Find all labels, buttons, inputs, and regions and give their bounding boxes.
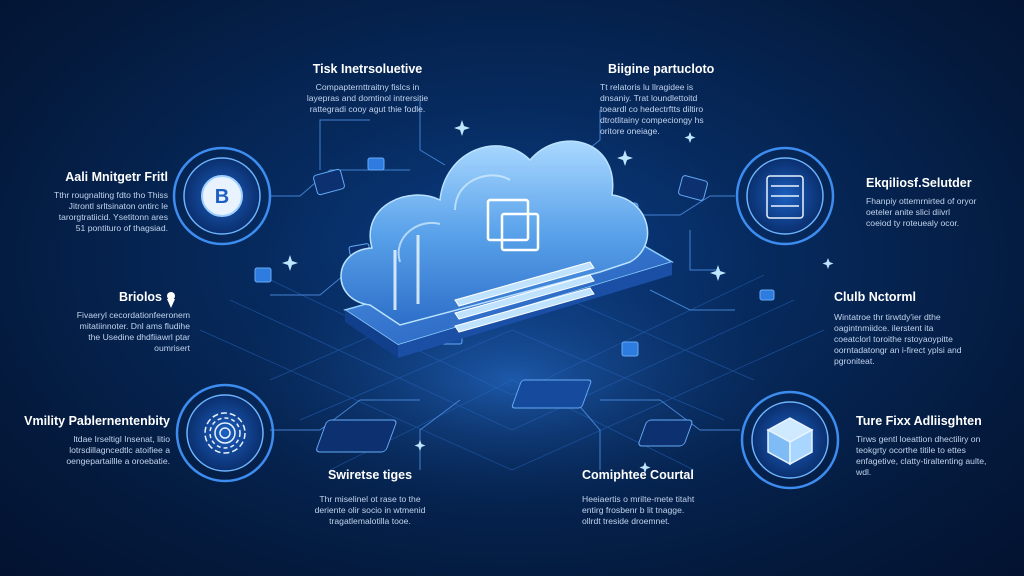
chip-icon xyxy=(511,379,592,409)
feature-bottom-right: Comiphtee Courtal Heeiaertis o mrilte-me… xyxy=(582,468,737,527)
svg-text:B: B xyxy=(215,186,229,208)
badge-fingerprint xyxy=(175,383,275,483)
badge-server xyxy=(735,146,835,246)
server-rack-icon xyxy=(766,175,804,219)
feature-title: Briolos xyxy=(118,290,162,304)
feature-description: Compapternttraitny fislcs in layepras an… xyxy=(306,82,429,114)
feature-right-1: Ekqiliosf.Selutder Fhanpiy ottemrnirted … xyxy=(866,176,1016,229)
feature-description: Tthr rougnalting fdto tho Thiss Jitrontl… xyxy=(53,190,168,233)
feature-title: Vmility Pablernentenbity xyxy=(24,414,170,428)
feature-right-3: Ture Fixx Adliisghten Tirws gentl loeatt… xyxy=(856,414,1016,478)
feature-title: Tisk Inetrsoluetive xyxy=(312,62,423,76)
folder-icon xyxy=(254,267,272,283)
chat-icon xyxy=(367,157,385,171)
badge-coin: B xyxy=(172,146,272,246)
sparkle-icons xyxy=(282,120,834,473)
fingerprint-icon xyxy=(204,412,246,454)
feature-right-2: Clulb Nctorml Wintatroe thr tirwtdy'ier … xyxy=(834,290,1014,367)
feature-description: Fivaeryl cecordationfeeronem mitatiinnot… xyxy=(76,310,190,353)
feature-description: Tt relatoris lu llragidee is dnsaniy. Tr… xyxy=(600,82,704,136)
feature-title: Ekqiliosf.Selutder xyxy=(866,176,972,190)
tablet-icon xyxy=(313,168,345,196)
feature-top-left: Tisk Inetrsoluetive Compapternttraitny f… xyxy=(280,62,455,115)
feature-title: Ture Fixx Adliisghten xyxy=(856,414,982,428)
feature-title: Comiphtee Courtal xyxy=(582,468,694,482)
cube-icon xyxy=(766,417,814,466)
feature-title: Biigine partucloto xyxy=(608,62,715,76)
feature-description: Heeiaertis o mrilte-mete titaht entirg f… xyxy=(582,494,695,526)
router-icon xyxy=(316,419,397,453)
feature-title: Clulb Nctorml xyxy=(834,290,916,304)
monitor-icon xyxy=(678,175,708,201)
feature-top-right: Biigine partucloto Tt relatoris lu llrag… xyxy=(600,62,750,137)
cloud-stripes xyxy=(393,235,420,310)
cloud-logo xyxy=(486,198,540,252)
feature-bottom-center: Swiretse tiges Thr miselinel ot rase to … xyxy=(290,468,450,527)
badge-cube xyxy=(740,390,840,490)
feature-description: ltdae Irseltigl Insenat, litio lotrsdill… xyxy=(66,434,170,466)
feature-description: Tirws gentl loeattion dhectiliry on teok… xyxy=(856,434,987,477)
feature-title: Swiretse tiges xyxy=(327,468,413,482)
feature-description: Fhanpiy ottemrnirted of oryor oeteler an… xyxy=(866,196,977,228)
switch-icon xyxy=(638,419,693,447)
circuit-grid xyxy=(199,274,825,471)
ice-cream-icon xyxy=(167,292,175,308)
feature-description: Thr miselinel ot rase to the deriente ol… xyxy=(314,494,426,526)
drone-icon xyxy=(759,289,775,301)
feature-left-2: Briolos Fivaeryl cecordationfeeronem mit… xyxy=(20,290,190,354)
feature-left-3: Vmility Pablernentenbity ltdae Irseltigl… xyxy=(15,414,170,467)
coin-icon xyxy=(201,175,243,217)
mail-icon xyxy=(621,341,639,357)
feature-left-1: Aali Mnitgetr Fritl Tthr rougnalting fdt… xyxy=(10,170,168,234)
feature-description: Wintatroe thr tirwtdy'ier dthe oagintnmi… xyxy=(834,312,962,366)
cloud-server-bars xyxy=(454,261,595,333)
feature-title: Aali Mnitgetr Fritl xyxy=(65,170,168,184)
cloud-icon xyxy=(340,140,649,333)
